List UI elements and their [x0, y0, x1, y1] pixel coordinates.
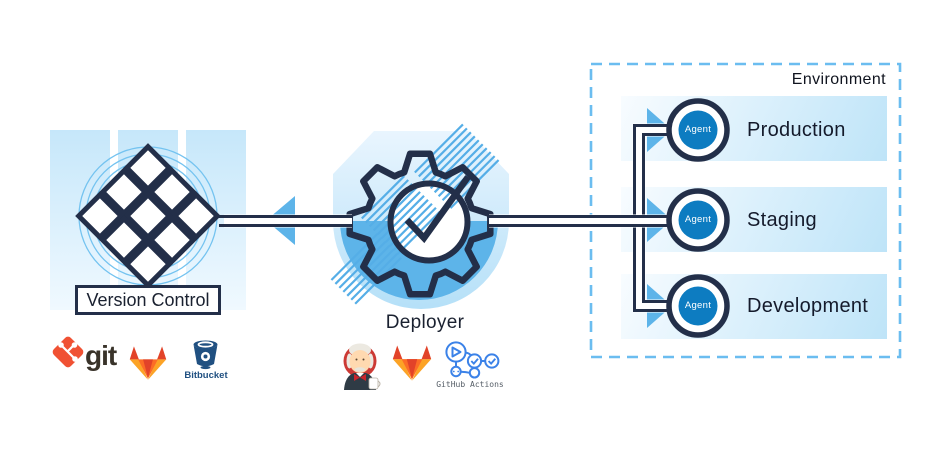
orbit-rings [78, 146, 218, 286]
hatch-pattern [330, 123, 500, 305]
flow-arrows [266, 108, 672, 328]
check-circle-ring [387, 180, 471, 264]
environment-label: Environment [791, 71, 886, 88]
agent-label-staging: Agent [684, 214, 712, 225]
github-actions-icon [445, 341, 500, 379]
checkmark-icon [404, 175, 471, 244]
github-actions-caption: GitHub Actions [436, 380, 504, 389]
version-control-icon [75, 143, 221, 289]
version-control-text: Version Control [86, 289, 210, 310]
deployer-shield [333, 131, 509, 309]
background-stripes [50, 130, 246, 310]
tier-label-production: Production [747, 119, 846, 141]
connector-vc-deployer [219, 214, 353, 228]
arrow-left-icon [266, 196, 295, 245]
gear-icon [346, 150, 494, 298]
bitbucket-icon [193, 340, 218, 370]
agent-label-production: Agent [684, 124, 712, 135]
gitlab-icon [392, 345, 432, 381]
git-wordmark: git [85, 340, 117, 371]
gitlab-icon [129, 346, 167, 380]
deployer-bowl [340, 221, 498, 300]
version-control-label: Version Control [75, 285, 221, 315]
git-icon [52, 336, 84, 368]
check-circle-fill [390, 183, 468, 261]
agent-label-development: Agent [684, 300, 712, 311]
tier-label-staging: Staging [747, 209, 817, 231]
tier-label-development: Development [747, 295, 869, 317]
deployer-label: Deployer [385, 312, 465, 333]
jenkins-icon [343, 343, 381, 390]
bitbucket-wordmark: Bitbucket [184, 370, 228, 381]
